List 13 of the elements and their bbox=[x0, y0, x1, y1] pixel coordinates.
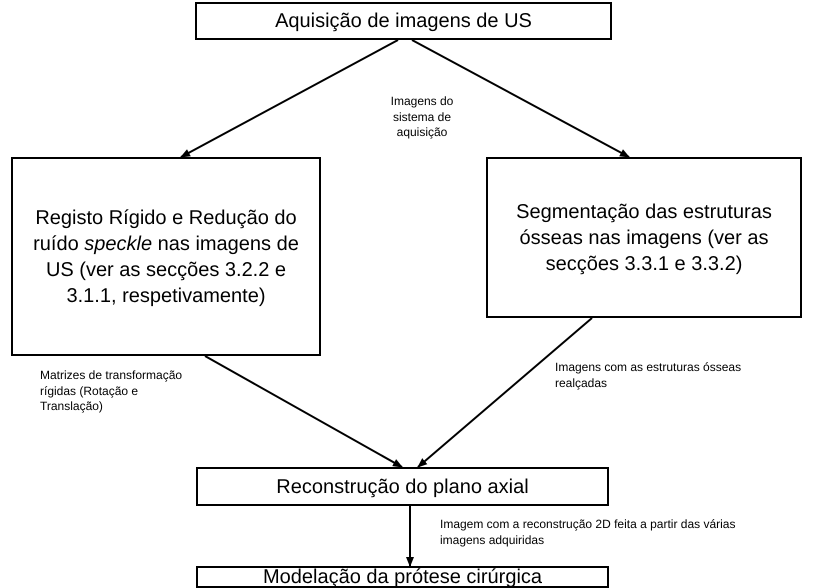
arrow bbox=[417, 317, 593, 468]
arrow bbox=[204, 355, 403, 468]
process-box: Registo Rígido e Redução do ruído speckle nas imagens de US (ver as secções 3.2.2 e 3.1.1, respetivamente) bbox=[11, 157, 321, 356]
process-box: Modelação da prótese cirúrgica bbox=[196, 566, 609, 588]
edge-label: Imagem com a reconstrução 2D feita a partir das várias imagens adquiridas bbox=[440, 517, 736, 548]
arrow bbox=[180, 39, 398, 158]
arrow bbox=[412, 39, 630, 158]
process-box: Segmentação das estruturas ósseas nas imagens (ver as secções 3.3.1 e 3.3.2) bbox=[486, 157, 802, 318]
note-text: Imagens do sistema de aquisição bbox=[390, 94, 454, 141]
process-box: Reconstrução do plano axial bbox=[196, 467, 609, 506]
edge-label: Matrizes de transformação rígidas (Rotação e Translação) bbox=[40, 368, 184, 415]
edge-label: Imagens com as estruturas ósseas realçadas bbox=[555, 360, 742, 392]
process-box: Aquisição de imagens de US bbox=[195, 2, 612, 40]
